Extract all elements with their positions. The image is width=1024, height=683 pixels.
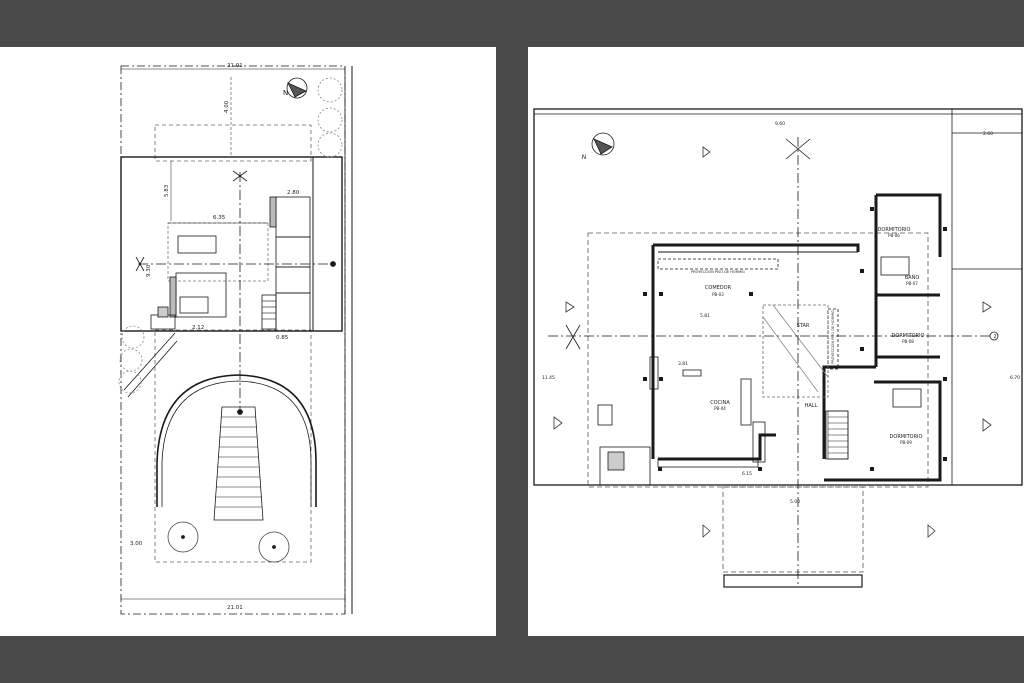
site-dim-bath: 2.80 <box>287 190 300 196</box>
floor-plan-sheet: COMEDOR PB-03 COCINA PB-04 HALL STAR DOR… <box>528 47 1024 636</box>
room-bano-code: PB-07 <box>906 281 918 286</box>
north-label: N <box>283 89 288 97</box>
room-star: STAR <box>797 323 810 329</box>
note-proyeccion-top: PROYECCION PISO DE HORMIG <box>691 270 745 274</box>
house-footprint <box>120 156 343 332</box>
room-dormitorio-1-code: PB-06 <box>888 233 900 238</box>
room-dormitorio-1: DORMITORIO <box>878 227 911 233</box>
room-bano: BAÑO <box>905 274 920 281</box>
room-comedor-code: PB-03 <box>712 292 724 297</box>
site-plan-sheet: 21.01 21.01 4.00 5.83 6.35 2.80 9.30 2.1… <box>0 47 496 636</box>
room-dormitorio-2-code: PB-08 <box>902 339 914 344</box>
site-dim-small: 2.12 <box>192 325 204 331</box>
dim-left: 11.45 <box>542 375 555 381</box>
site-dim-top: 21.01 <box>227 63 243 69</box>
note-proyeccion-side: PROYECCION PISO DE HORMIG <box>831 310 835 364</box>
floor-plan-drawing: COMEDOR PB-03 COCINA PB-04 HALL STAR DOR… <box>533 108 1023 588</box>
room-cocina: COCINA <box>710 400 730 406</box>
room-dormitorio-3-code: PB-09 <box>900 440 912 445</box>
room-dormitorio-3: DORMITORIO <box>890 434 923 440</box>
dim-mid: 5.81 <box>700 313 710 319</box>
site-dim-width: 6.35 <box>213 215 226 221</box>
dim-top: 9.60 <box>775 121 785 127</box>
room-hall: HALL <box>805 403 818 409</box>
dim-right-top: 2.60 <box>983 131 993 137</box>
dim-kitchen: 3.81 <box>678 361 688 367</box>
room-comedor: COMEDOR <box>705 285 732 291</box>
site-dim-right: 0.85 <box>276 335 289 341</box>
site-dim-depth: 9.30 <box>146 264 152 277</box>
site-dim-side: 5.83 <box>164 184 170 197</box>
dim-bottom2: 6.15 <box>742 471 752 477</box>
axis-label: 2 <box>993 334 996 340</box>
site-dim-garden: 3.00 <box>130 541 143 547</box>
dim-right: 6.70 <box>1010 375 1020 381</box>
floor-north-label: N <box>582 154 587 161</box>
room-cocina-code: PB-04 <box>714 406 726 411</box>
site-dim-bottom: 21.01 <box>227 605 243 611</box>
site-dim-setback: 4.00 <box>224 100 230 113</box>
site-plan-drawing: 21.01 21.01 4.00 5.83 6.35 2.80 9.30 2.1… <box>118 63 353 615</box>
room-dormitorio-2: DORMITORIO <box>892 333 925 339</box>
dim-bottom: 5.00 <box>790 499 800 505</box>
